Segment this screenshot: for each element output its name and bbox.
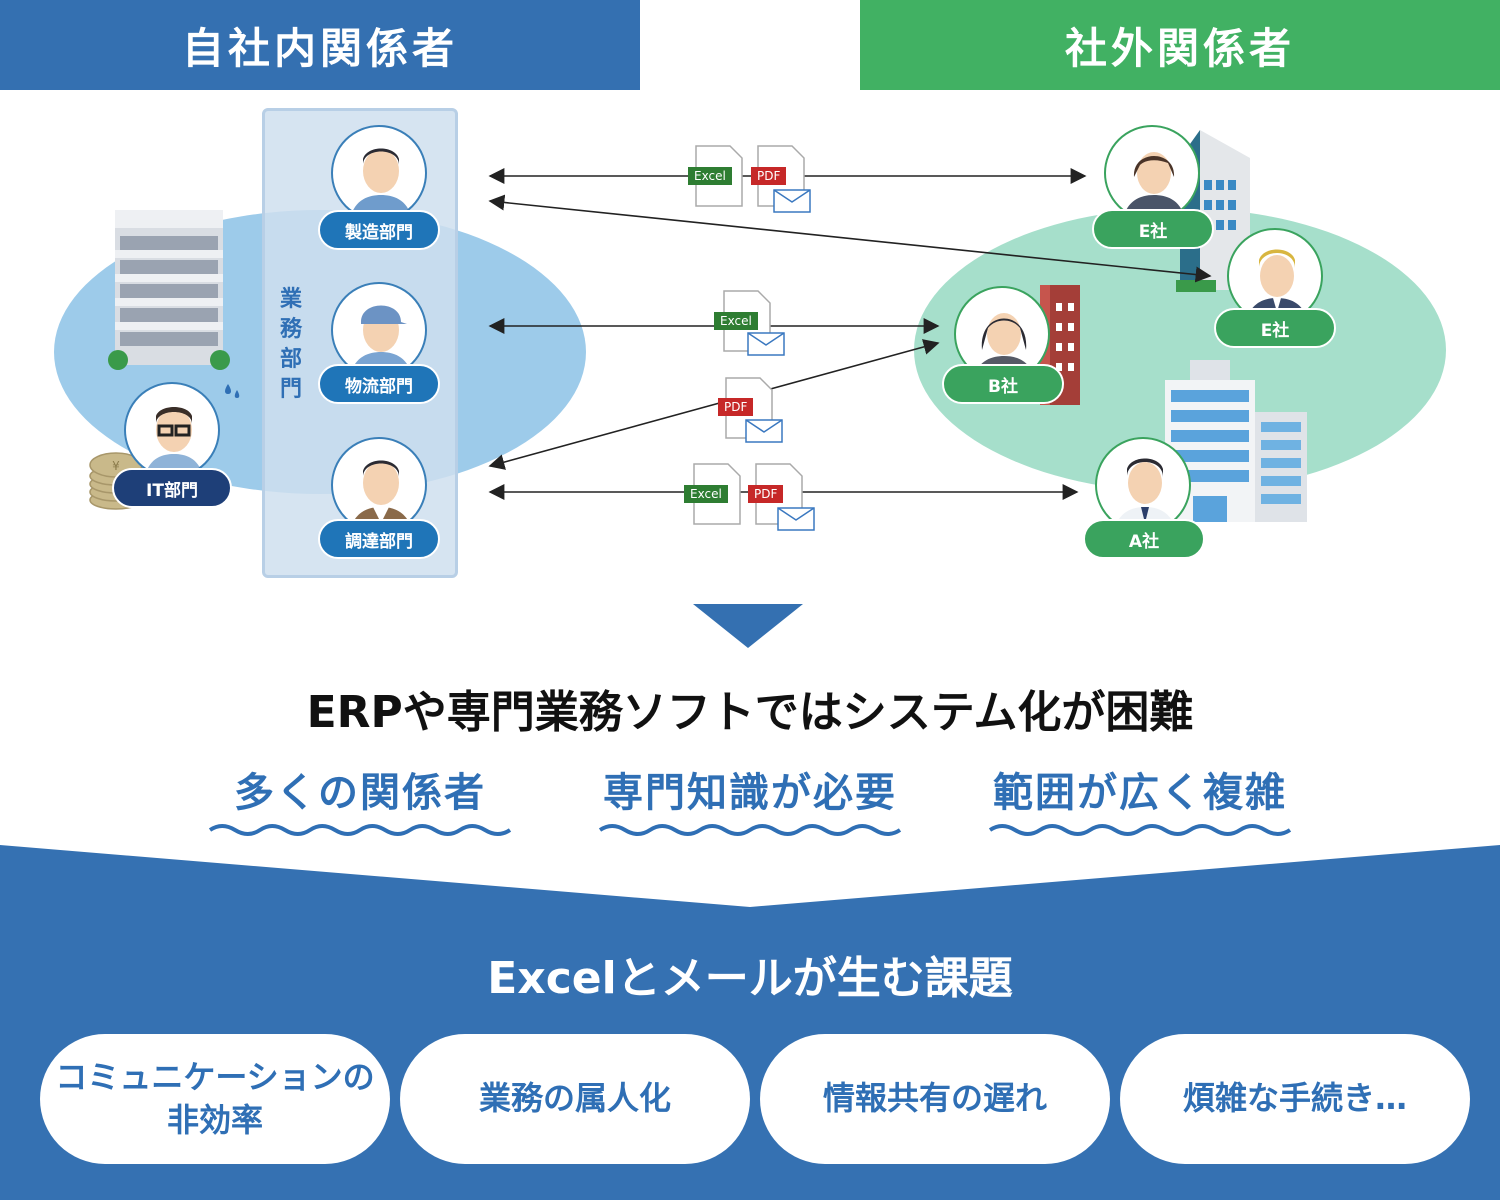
- e-company-label-2: E社: [1214, 308, 1336, 348]
- down-arrow-icon: [693, 604, 803, 648]
- excel-tag: Excel: [688, 167, 732, 185]
- pdf-tag: PDF: [718, 398, 754, 416]
- procurement-dept-label: 調達部門: [318, 519, 440, 559]
- pdf-tag: PDF: [751, 167, 787, 185]
- issue-info-delay: 情報共有の遅れ: [760, 1034, 1110, 1164]
- arrow-procurement-b: [488, 339, 940, 470]
- b-company-label: B社: [942, 364, 1064, 404]
- arrow-manufacturing-e2: [488, 194, 1212, 283]
- it-dept-label: IT部門: [112, 468, 232, 508]
- issue-silo: 業務の属人化: [400, 1034, 750, 1164]
- a-company-label: A社: [1083, 519, 1205, 559]
- manufacturing-dept-label: 製造部門: [318, 210, 440, 250]
- issue-communication: コミュニケーションの 非効率: [40, 1034, 390, 1164]
- document-group-1: [695, 145, 811, 213]
- a-company-person-avatar: [1095, 437, 1191, 533]
- issues-title: Excelとメールが生む課題: [487, 953, 1013, 1004]
- headline: ERPや専門業務ソフトではシステム化が困難: [306, 687, 1194, 738]
- sweat-drops-icon: [225, 384, 240, 398]
- category-1: 多くの関係者: [234, 770, 486, 816]
- pdf-tag: PDF: [748, 485, 784, 503]
- wavy-underlines: [208, 824, 1292, 836]
- svg-text:¥: ¥: [112, 459, 120, 473]
- issue-procedures: 煩雑な手続き…: [1120, 1034, 1470, 1164]
- excel-tag: Excel: [684, 485, 728, 503]
- it-person-avatar: [124, 382, 220, 478]
- internal-stakeholders-header: 自社内関係者: [0, 0, 640, 90]
- logistics-dept-label: 物流部門: [318, 364, 440, 404]
- excel-tag: Excel: [714, 312, 758, 330]
- office-building-icon: [108, 210, 230, 370]
- business-dept-label: 業務部門: [279, 287, 302, 402]
- category-2: 専門知識が必要: [603, 770, 897, 816]
- external-stakeholders-header: 社外関係者: [860, 0, 1500, 90]
- category-3: 範囲が広く複雑: [993, 770, 1287, 816]
